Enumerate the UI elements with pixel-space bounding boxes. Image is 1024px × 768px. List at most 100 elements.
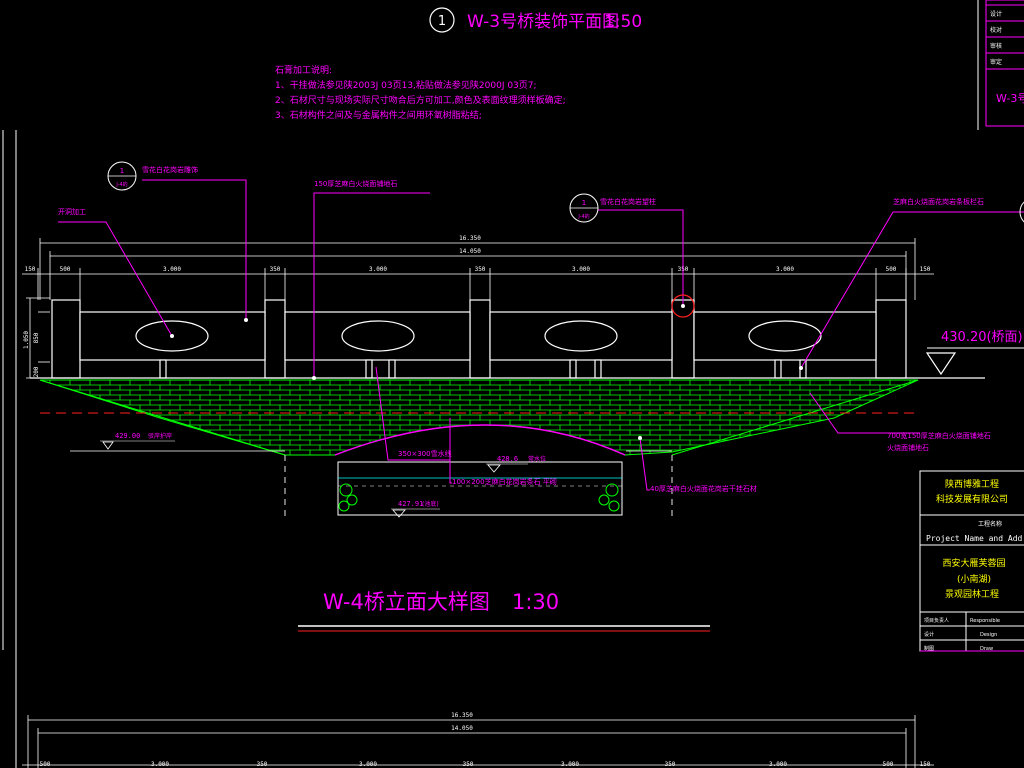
- dim-segment: 150: [25, 266, 36, 273]
- railing-foot: [159, 359, 167, 379]
- railing-foot: [365, 359, 373, 379]
- dim-segment: 3.000: [561, 761, 579, 768]
- level-marker-429: 429.00 驳岸护岸: [100, 432, 175, 450]
- callout-label: 雪花白花岗岩望柱: [600, 197, 656, 206]
- stone-cluster-left: [338, 483, 358, 512]
- dim-segment: 3.000: [369, 266, 387, 273]
- railing-post: [875, 299, 907, 379]
- dim-segment: 3.000: [572, 266, 590, 273]
- callout-label: 雪花白花岗岩雕饰: [142, 165, 198, 174]
- dim-segment: 3.000: [769, 761, 787, 768]
- callout-circle-2: 1 J-4的: [569, 193, 599, 223]
- bottom-dimension-lines: [22, 715, 934, 768]
- level-note: 常水位: [528, 455, 546, 463]
- dim-height: 1.050: [23, 331, 30, 349]
- title-block-row-label: 项目负责人: [924, 617, 949, 624]
- dim-height: 200: [33, 366, 40, 377]
- bridge-right-slope: [671, 379, 919, 456]
- railing-oval-opening: [341, 320, 415, 352]
- top-title-number-circle: [429, 7, 455, 33]
- bottom-dimension-texts: 16.350 14.050 500 3.000 350 3.000 350 3.…: [40, 712, 931, 768]
- title-block-row-label: 设计: [924, 631, 934, 638]
- dim-segment: 350: [463, 761, 474, 768]
- title-block-row-value: Draw: [980, 646, 993, 652]
- railing-post: [671, 299, 695, 379]
- bridge-arch-line: [334, 424, 626, 456]
- callout-label: 芝麻白火烧面花岗岩条板栏石: [893, 197, 984, 206]
- dim-segment: 350: [475, 266, 486, 273]
- dim-segment: 500: [883, 761, 894, 768]
- main-title: W-4桥立面大样图: [323, 590, 490, 614]
- dim-segment: 350: [270, 266, 281, 273]
- railing-oval-opening: [544, 320, 618, 352]
- level-marker-42791: 427.91 (池底): [391, 500, 440, 518]
- level-note: 驳岸护岸: [148, 432, 172, 440]
- title-block-project: 景观园林工程: [945, 588, 999, 600]
- dim-segment: 350: [665, 761, 676, 768]
- title-block-bottom-right: 陕西博雅工程 科技发展有限公司 工程名称 Project Name and Ad…: [919, 470, 1024, 652]
- level-note: (池底): [422, 500, 439, 508]
- railing-foot: [774, 359, 782, 379]
- dim-segment: 3.000: [151, 761, 169, 768]
- dim-segment: 3.000: [163, 266, 181, 273]
- callout-label: 40厚芝麻白火烧面花岗岩干挂石材: [650, 484, 757, 493]
- callout-circle-top: 1: [582, 199, 586, 207]
- title-block-company: 陕西博雅工程: [945, 478, 999, 490]
- bridge-left-slope: [39, 379, 286, 456]
- railing-post: [469, 299, 491, 379]
- callout-label: 700宽150厚芝麻白火烧面铺地石: [887, 431, 991, 440]
- level-text: 428.6: [497, 455, 518, 463]
- title-block-project: 西安大雁芙蓉园: [942, 557, 1005, 569]
- railing-post: [264, 299, 286, 379]
- top-title-number: 1: [438, 14, 446, 29]
- title-block-project-en: Project Name and Add: [926, 534, 1023, 543]
- title-block-top-frame: [985, 0, 1024, 127]
- dim-segment: 350: [257, 761, 268, 768]
- dim-overall: 16.350: [459, 235, 481, 242]
- level-text: 427.91: [398, 500, 423, 508]
- stone-cluster-right: [598, 483, 620, 512]
- dim-height: 850: [33, 332, 40, 343]
- post-highlight-circle: [671, 294, 695, 318]
- dim-segment: 500: [40, 761, 51, 768]
- top-title-group: 1 W-3号桥装饰平面图 1:50: [429, 7, 642, 33]
- bridge-level-text: 430.20(桥面): [941, 330, 1023, 345]
- dim-segment: 500: [886, 266, 897, 273]
- callout-labels: 雪花白花岗岩雕饰 开洞加工 150厚芝麻白火烧面铺地石 雪花白花岗岩望柱 芝麻白…: [58, 165, 991, 493]
- dim-segment: 3.000: [359, 761, 377, 768]
- bridge-masonry-body: [39, 379, 919, 456]
- notes-line: 2、石材尺寸与现场实际尺寸吻合后方可加工,颜色及表面纹理须样板确定;: [275, 94, 566, 106]
- dim-inner: 14.050: [459, 248, 481, 255]
- title-block-top-row: 校对: [990, 26, 1002, 34]
- callout-label: 150厚芝麻白火烧面铺地石: [314, 179, 397, 188]
- level-marker-4286: 428.6 常水位: [486, 455, 546, 473]
- title-block-row-value: Design: [980, 632, 997, 638]
- notes-block: 石膏加工说明: 1、干挂做法参见陕2003J 03页13,粘贴做法参见陕2000…: [275, 64, 566, 121]
- callout-circle-top: 1: [120, 167, 124, 175]
- railing-foot: [569, 359, 577, 379]
- title-block-top-row: 审定: [990, 58, 1002, 66]
- railing-post: [51, 299, 81, 379]
- title-block-company: 科技发展有限公司: [936, 493, 1008, 505]
- title-block-top-right: 设计 校对 审核 审定 W-3号: [985, 0, 1024, 127]
- callout-label: 100×200芝麻白花岗岩条石 平砌: [452, 477, 557, 486]
- title-block-row-label: 制图: [924, 645, 934, 652]
- callout-label: 火烧面铺地石: [887, 443, 929, 452]
- dim-segment: 150: [920, 761, 931, 768]
- level-text: 429.00: [115, 432, 140, 440]
- title-block-top-row: 设计: [990, 10, 1002, 18]
- notes-heading: 石膏加工说明:: [275, 64, 332, 76]
- title-block-top-caption: W-3号: [996, 92, 1024, 105]
- title-block-project-label: 工程名称: [978, 520, 1002, 528]
- callout-circle-1: 1 J-4的: [107, 161, 137, 191]
- dim-inner: 14.050: [451, 725, 473, 732]
- dim-segment: 150: [920, 266, 931, 273]
- notes-line: 1、干挂做法参见陕2003J 03页13,粘贴做法参见陕2000J 03页7;: [275, 79, 537, 91]
- title-block-top-row: 审核: [990, 42, 1002, 50]
- top-title: W-3号桥装饰平面图: [467, 12, 619, 32]
- main-title-group: W-4桥立面大样图 1:30: [298, 590, 710, 632]
- railing-oval-opening: [748, 320, 822, 352]
- dimension-texts: 16.350 14.050 150 500 3.000 350 3.000 35…: [23, 235, 931, 377]
- callout-label: 开洞加工: [58, 207, 86, 216]
